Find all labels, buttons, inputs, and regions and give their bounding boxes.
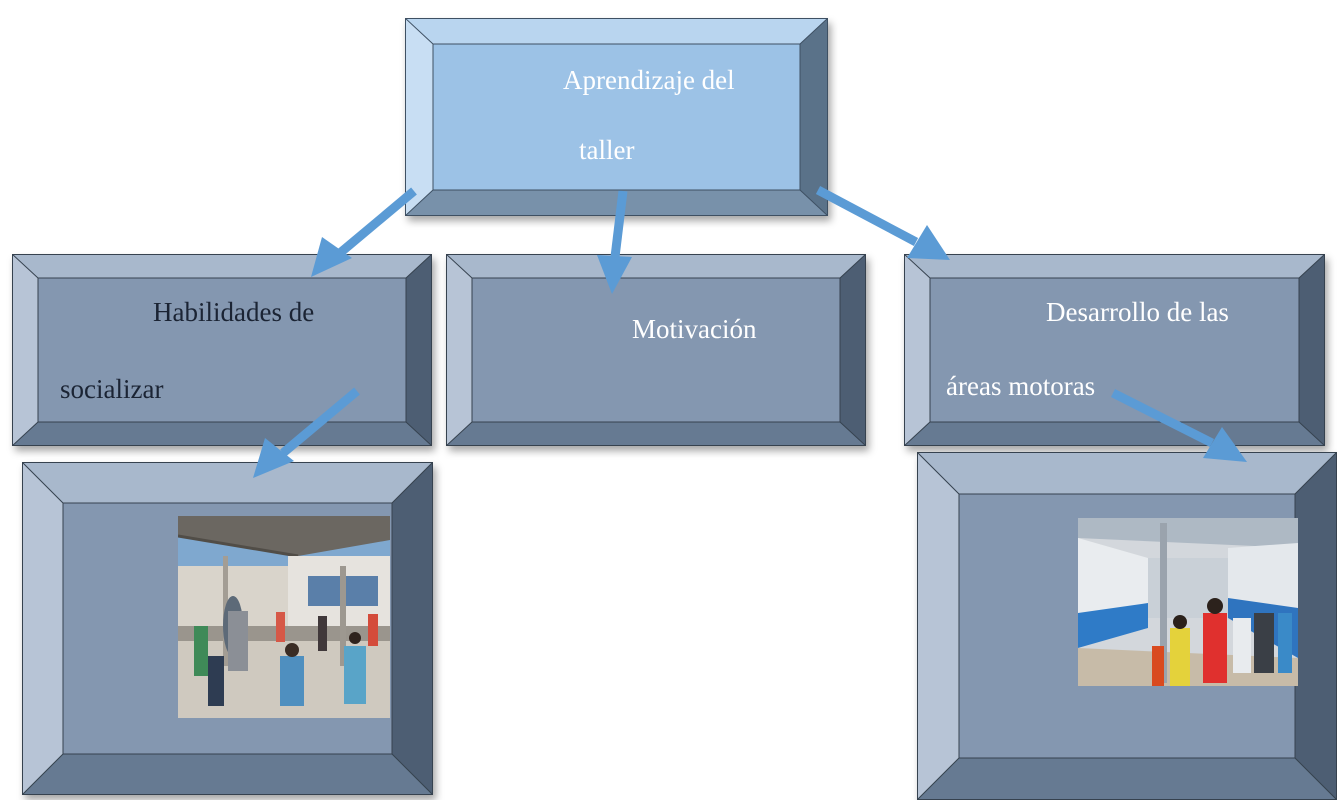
habilidades-box: Habilidades de socializar — [12, 254, 432, 446]
habilidades-label-line1: Habilidades de — [153, 297, 315, 327]
desarrollo-box: Desarrollo de las áreas motoras — [904, 254, 1325, 446]
motivacion-label: Motivación — [632, 314, 757, 344]
school-courtyard-photo — [178, 516, 390, 718]
root-label-line1: Aprendizaje del — [563, 65, 735, 95]
school-corridor-photo — [1078, 518, 1298, 686]
root-box: Aprendizaje del taller — [405, 18, 828, 216]
arrow-root-to-desarrollo — [815, 186, 950, 260]
motivacion-box: Motivación — [446, 254, 866, 446]
habilidades-label-line2: socializar — [60, 374, 164, 404]
desarrollo-label-line1: Desarrollo de las — [1046, 297, 1229, 327]
desarrollo-label-line2: áreas motoras — [946, 371, 1096, 401]
root-label-line2: taller — [579, 135, 635, 165]
